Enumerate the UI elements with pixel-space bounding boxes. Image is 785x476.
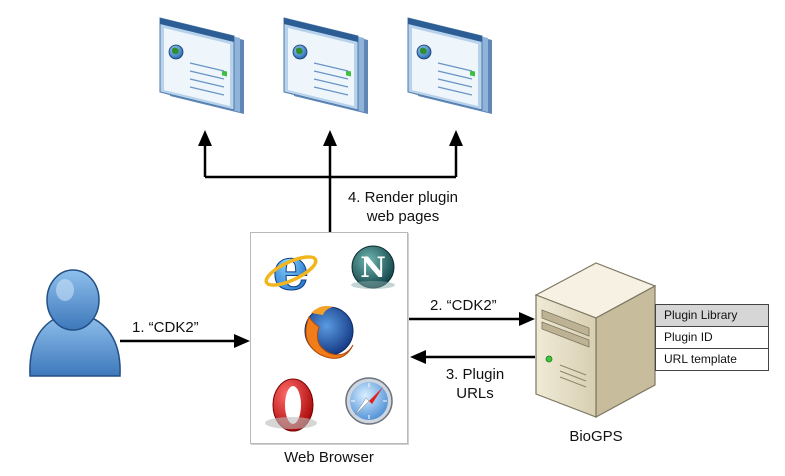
arrow-query-to-browser — [120, 334, 250, 348]
safari-icon — [345, 377, 393, 425]
user-icon — [29, 269, 121, 377]
step1-label: 1. “CDK2” — [132, 319, 199, 336]
plugin-library-header: Plugin Library — [656, 305, 768, 326]
opera-icon — [265, 378, 317, 432]
step3-label: 3. Plugin URLs — [430, 365, 520, 403]
web-browser-label: Web Browser — [284, 449, 374, 466]
plugin-webpage-window-1 — [159, 17, 245, 115]
plugin-webpage-window-2 — [283, 17, 369, 115]
plugin-webpage-window-3 — [407, 17, 493, 115]
netscape-icon: N — [351, 245, 395, 289]
biogps-label: BioGPS — [569, 428, 623, 445]
arrow-render-plugin-pages — [203, 142, 458, 232]
netscape-glyph: N — [360, 251, 386, 284]
browser-logos: e N — [264, 235, 395, 432]
firefox-icon — [304, 305, 354, 359]
step2-label: 2. “CDK2” — [430, 297, 497, 314]
step4-label: 4. Render plugin web pages — [333, 188, 473, 226]
plugin-library-table: Plugin Library Plugin ID URL template — [655, 304, 769, 371]
step4-label-line1: 4. Render plugin — [347, 189, 459, 206]
arrow-plugin-urls-to-browser — [410, 350, 535, 364]
server-icon — [534, 262, 657, 419]
arrow-query-to-server — [408, 312, 535, 326]
url-template-row: URL template — [656, 348, 768, 370]
step3-label-line2: URLs — [456, 385, 494, 402]
step3-label-line1: 3. Plugin — [445, 366, 505, 383]
plugin-id-row: Plugin ID — [656, 326, 768, 348]
internet-explorer-icon: e — [264, 235, 318, 304]
step4-label-line2: web pages — [366, 208, 440, 225]
web-browser-box: e N — [250, 232, 408, 444]
arrowheads-up — [198, 130, 463, 146]
